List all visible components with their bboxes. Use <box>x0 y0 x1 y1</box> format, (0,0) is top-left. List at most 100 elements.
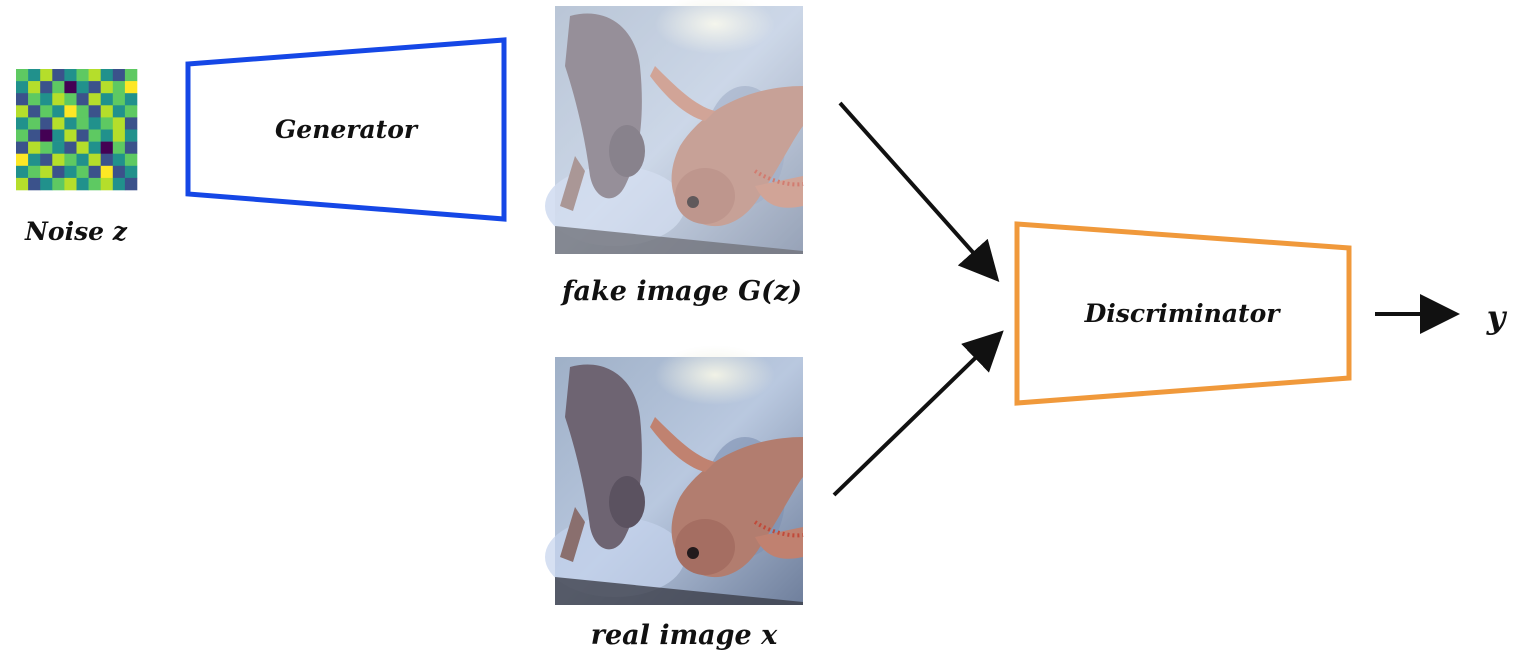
noise-cell <box>28 69 41 82</box>
noise-cell <box>16 69 29 82</box>
noise-label: Noise z <box>24 217 128 246</box>
noise-cell <box>76 141 89 154</box>
generator-label: Generator <box>275 115 419 144</box>
output-label: y <box>1486 298 1508 336</box>
noise-cell <box>76 81 89 94</box>
noise-cell <box>28 165 41 179</box>
noise-cell <box>40 117 53 130</box>
noise-cell <box>28 105 41 118</box>
noise-cell <box>52 165 65 179</box>
noise-cell <box>124 165 138 179</box>
noise-cell <box>124 81 138 94</box>
noise-cell <box>28 141 41 154</box>
noise-cell <box>16 165 29 179</box>
real-image-label: real image x <box>591 620 778 651</box>
noise-cell <box>112 93 126 106</box>
noise-cell <box>124 93 138 106</box>
noise-cell <box>100 105 114 118</box>
noise-cell <box>16 105 29 118</box>
noise-cell <box>100 165 114 179</box>
noise-cell <box>64 165 77 179</box>
noise-cell <box>40 165 53 179</box>
noise-cell <box>88 69 101 82</box>
noise-cell <box>64 81 77 94</box>
noise-cell <box>88 153 101 167</box>
noise-cell <box>52 117 65 130</box>
fake-image <box>543 0 805 256</box>
noise-cell <box>40 81 53 94</box>
noise-cell <box>64 129 77 142</box>
noise-cell <box>64 141 77 154</box>
noise-cell <box>28 93 41 106</box>
noise-cell <box>16 117 29 130</box>
noise-cell <box>28 129 41 142</box>
fake-to-discriminator-arrow <box>838 101 1000 282</box>
noise-cell <box>124 105 138 118</box>
noise-cell <box>124 141 138 154</box>
noise-cell <box>112 165 126 179</box>
noise-cell <box>100 177 114 191</box>
generator-trapezoid <box>185 37 507 222</box>
noise-cell <box>100 153 114 167</box>
noise-cell <box>76 105 89 118</box>
noise-cell <box>112 117 126 130</box>
noise-cell <box>40 153 53 167</box>
fake-image-label: fake image G(z) <box>560 276 802 307</box>
noise-cell <box>40 105 53 118</box>
real-image <box>543 343 805 607</box>
generator-block: Generator <box>185 37 507 222</box>
discriminator-block: Discriminator <box>1014 221 1352 406</box>
noise-cell <box>28 177 41 191</box>
noise-cell <box>64 177 77 191</box>
noise-cell <box>76 117 89 130</box>
noise-cell <box>52 81 65 94</box>
noise-cell <box>52 177 65 191</box>
noise-cell <box>112 129 126 142</box>
noise-cell <box>52 129 65 142</box>
noise-cell <box>16 129 29 142</box>
noise-cell <box>76 93 89 106</box>
noise-cell <box>112 81 126 94</box>
noise-cell <box>112 105 126 118</box>
noise-cell <box>88 93 101 106</box>
noise-cell <box>28 153 41 167</box>
noise-cell <box>76 153 89 167</box>
noise-cell <box>112 153 126 167</box>
noise-cell <box>16 141 29 154</box>
noise-cell <box>16 93 29 106</box>
noise-cell <box>76 129 89 142</box>
noise-cell <box>52 141 65 154</box>
noise-cell <box>40 69 53 82</box>
noise-cell <box>100 69 114 82</box>
noise-cell <box>52 153 65 167</box>
noise-cell <box>124 69 138 82</box>
noise-cell <box>100 81 114 94</box>
noise-cell <box>52 105 65 118</box>
noise-cell <box>76 69 89 82</box>
noise-cell <box>40 141 53 154</box>
noise-cell <box>76 177 89 191</box>
noise-cell <box>100 129 114 142</box>
noise-cell <box>100 93 114 106</box>
noise-cell <box>124 153 138 167</box>
noise-cell <box>88 141 101 154</box>
noise-cell <box>112 177 126 191</box>
noise-cell <box>28 81 41 94</box>
noise-cell <box>52 93 65 106</box>
noise-cell <box>64 69 77 82</box>
real-to-discriminator-arrow <box>832 330 1004 497</box>
noise-cell <box>112 141 126 154</box>
noise-cell <box>52 69 65 82</box>
noise-cell <box>64 93 77 106</box>
noise-cell <box>40 177 53 191</box>
discriminator-label: Discriminator <box>1084 299 1282 328</box>
noise-cell <box>40 93 53 106</box>
noise-cell <box>88 129 101 142</box>
noise-cell <box>16 177 29 191</box>
noise-cell <box>40 129 53 142</box>
discriminator-trapezoid <box>1014 221 1352 406</box>
noise-cell <box>124 177 138 191</box>
noise-cell <box>16 153 29 167</box>
noise-cell <box>100 141 114 154</box>
